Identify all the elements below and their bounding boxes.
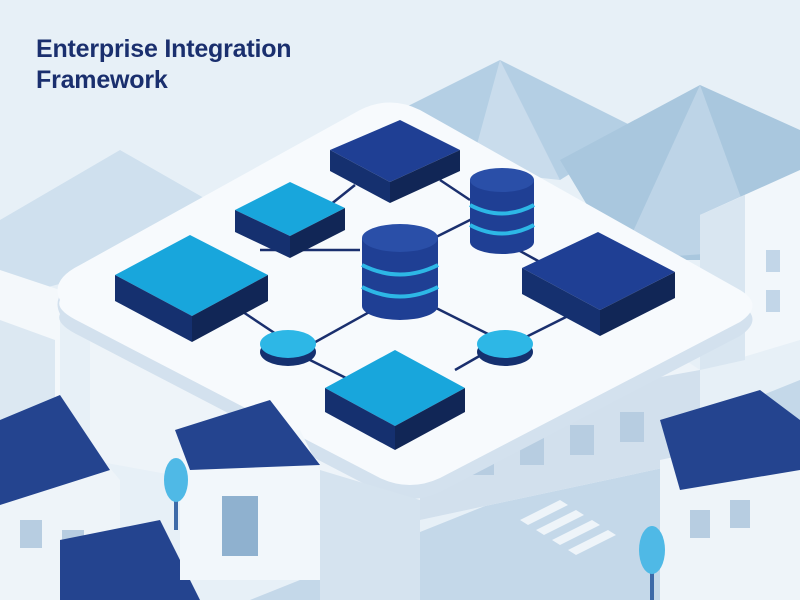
title-line-1: Enterprise Integration: [36, 35, 292, 63]
connector-node-right: [477, 330, 533, 366]
crosswalk: [520, 500, 616, 555]
roof: [660, 390, 800, 490]
window: [20, 520, 42, 548]
page-title: Enterprise Integration Framework: [36, 34, 292, 96]
roof: [175, 400, 320, 470]
window: [766, 290, 780, 312]
window: [690, 510, 710, 538]
window: [620, 412, 644, 442]
database-top-right: [469, 168, 535, 254]
mountain-center-shade: [470, 60, 560, 180]
house-right: [660, 390, 800, 600]
house-middle: [175, 400, 420, 600]
title-line-2: Framework: [36, 66, 168, 94]
block-right-navy-large: [522, 232, 675, 336]
window: [570, 425, 594, 455]
block-bottom-cyan: [325, 350, 465, 450]
mountain-left: [0, 150, 260, 300]
house-left-front: [60, 520, 200, 600]
window: [730, 500, 750, 528]
window: [766, 250, 780, 272]
block-left-cyan-large: [115, 235, 268, 342]
connector-node-left: [260, 330, 316, 366]
tree-left: [164, 458, 188, 530]
block-top-navy: [330, 120, 460, 203]
block-upper-left-cyan: [235, 182, 345, 258]
roof: [0, 395, 110, 505]
database-center: [361, 224, 439, 320]
door: [222, 496, 258, 556]
tree-right: [639, 526, 665, 600]
